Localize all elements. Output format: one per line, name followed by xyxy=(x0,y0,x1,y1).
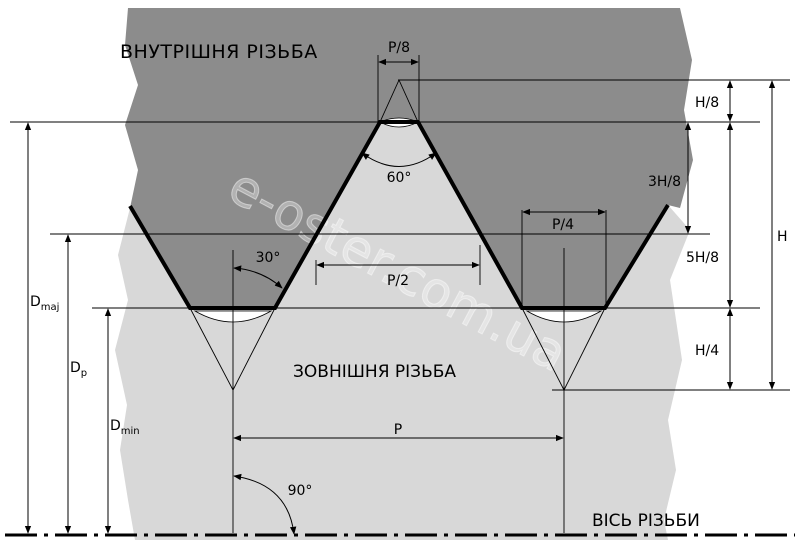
vertical-dimensions xyxy=(24,80,776,534)
label-5h-over-8: 5H/8 xyxy=(686,250,719,266)
label-angle-30: 30° xyxy=(256,250,281,266)
label-h-over-8: H/8 xyxy=(695,95,719,111)
thread-profile-line xyxy=(128,120,670,310)
label-pitch: P xyxy=(394,422,402,438)
label-h: H xyxy=(777,229,788,245)
label-angle-60: 60° xyxy=(387,170,412,186)
label-angle-90: 90° xyxy=(288,483,313,499)
internal-thread-body xyxy=(125,8,693,308)
label-p-over-8: P/8 xyxy=(388,40,410,56)
label-p-over-4: P/4 xyxy=(552,217,574,233)
angle-arc-90 xyxy=(233,473,297,535)
external-thread-label: ЗОВНІШНЯ РІЗЬБА xyxy=(293,362,456,382)
internal-thread-label: ВНУТРІШНЯ РІЗЬБА xyxy=(120,41,318,63)
angle-arc-30 xyxy=(233,265,283,289)
thread-axis-label: ВІСЬ РІЗЬБИ xyxy=(592,511,700,531)
label-p-over-2: P/2 xyxy=(387,273,409,289)
construction-lines xyxy=(189,55,607,533)
label-h-over-4: H/4 xyxy=(695,343,719,359)
label-d-min: Dmin xyxy=(110,418,140,437)
angle-arc-60 xyxy=(361,152,437,167)
horizontal-dimensions xyxy=(233,58,606,442)
label-3h-over-8: 3H/8 xyxy=(648,174,681,190)
label-d-maj: Dmaj xyxy=(30,294,59,313)
label-d-p: Dp xyxy=(70,360,87,379)
